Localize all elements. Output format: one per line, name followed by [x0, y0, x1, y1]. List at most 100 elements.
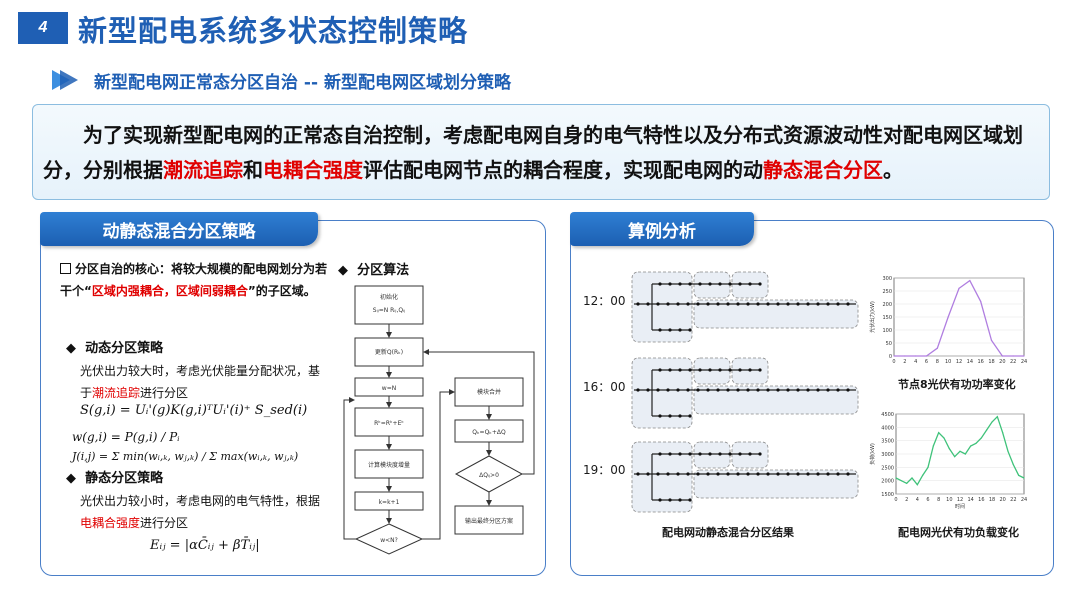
- bus-node: [736, 472, 740, 476]
- bus-node: [658, 368, 662, 372]
- bus-node: [826, 472, 830, 476]
- bus-node: [678, 328, 682, 332]
- y-axis-label: 负荷(kW): [869, 443, 876, 465]
- bus-node: [726, 472, 730, 476]
- dynamic-strategy-text: 光伏出力较大时，考虑光伏能量分配状况，基于潮流追踪进行分区: [80, 364, 321, 400]
- core-text-highlight: 区域内强耦合，区域间弱耦合: [91, 284, 248, 298]
- bus-node: [738, 452, 742, 456]
- core-text-prefix: 分区自治的核心：将较大规模的配电网划分为若干个“: [60, 262, 328, 298]
- data-point: [915, 355, 917, 357]
- bus-node: [726, 388, 730, 392]
- strategy-panel-tab: 动静态混合分区策略: [40, 212, 318, 246]
- bus-node: [766, 388, 770, 392]
- flow-label-calc: Rᵏ=Rᵏ+Eᵏ: [374, 420, 404, 427]
- bus-node: [658, 452, 662, 456]
- y-tick-label: 300: [882, 276, 892, 282]
- flow-cond-diamond: [354, 523, 424, 555]
- y-tick-label: 0: [889, 354, 892, 360]
- x-tick-label: 18: [989, 497, 995, 503]
- bus-node: [796, 302, 800, 306]
- bus-node: [656, 388, 660, 392]
- partition-flowchart: 初始化 Sᵢⱼ=N Rᵢⱼ,Qᵢⱼ 更新Q(Rₖ) w=N Rᵏ=Rᵏ+Eᵏ 计…: [343, 285, 535, 555]
- bus-node: [688, 328, 692, 332]
- page-title: 新型配电系统多状态控制策略: [78, 14, 469, 48]
- partition-region: [631, 357, 693, 429]
- static-highlight: 电耦合强度: [80, 516, 141, 530]
- bus-node: [636, 302, 640, 306]
- data-point: [958, 287, 960, 289]
- data-point: [900, 480, 902, 482]
- section-subtitle: 新型配电网正常态分区自治 -- 新型配电网区域划分策略: [94, 73, 511, 93]
- bus-node: [658, 282, 662, 286]
- intro-text-and: 和: [243, 158, 263, 182]
- data-point: [922, 474, 924, 476]
- bus-node: [668, 414, 672, 418]
- bus-node: [678, 368, 682, 372]
- bus-node: [738, 368, 742, 372]
- data-point: [916, 484, 918, 486]
- data-point: [986, 429, 988, 431]
- bus-node: [686, 302, 690, 306]
- y-tick-label: 150: [882, 315, 892, 321]
- bus-node: [698, 368, 702, 372]
- time-label-16: 16：00: [583, 380, 626, 394]
- y-tick-label: 4000: [881, 425, 894, 431]
- bus-node: [816, 388, 820, 392]
- y-tick-label: 2500: [881, 465, 894, 471]
- bus-node: [718, 368, 722, 372]
- bus-node: [826, 388, 830, 392]
- data-point: [970, 445, 972, 447]
- bus-node: [738, 282, 742, 286]
- intro-text-2: 评估配电网节点的耦合程度，实现配电网的动: [363, 158, 763, 182]
- flow-label-init: 初始化: [380, 293, 398, 301]
- bus-node: [688, 452, 692, 456]
- formula-j: J(i,j) = Σ min(wᵢ,ₖ, wⱼ,ₖ) / Σ max(wᵢ,ₖ,…: [72, 450, 299, 463]
- data-point: [925, 355, 928, 357]
- y-tick-label: 100: [882, 328, 892, 334]
- diamond-bullet-icon: ◆: [338, 263, 348, 278]
- x-tick-label: 20: [999, 359, 1005, 365]
- network-diagram-1: [631, 357, 859, 429]
- bus-node: [658, 328, 662, 332]
- y-tick-label: 2000: [881, 479, 894, 485]
- data-point: [1018, 474, 1020, 476]
- intro-highlight-flow-tracing: 潮流追踪: [163, 158, 243, 182]
- bus-node: [696, 388, 700, 392]
- bus-node: [636, 388, 640, 392]
- bus-node: [706, 472, 710, 476]
- y-axis-label: 光伏出力(kW): [869, 301, 876, 333]
- data-point: [990, 339, 993, 341]
- bus-node: [678, 282, 682, 286]
- bus-node: [746, 302, 750, 306]
- bus-node: [636, 472, 640, 476]
- data-point: [991, 421, 993, 423]
- bus-node: [716, 388, 720, 392]
- bus-node: [728, 282, 732, 286]
- bus-node: [806, 302, 810, 306]
- data-point: [959, 450, 961, 452]
- x-tick-label: 8: [936, 359, 939, 365]
- bus-node: [756, 472, 760, 476]
- bus-node: [656, 472, 660, 476]
- bus-node: [658, 498, 662, 502]
- intro-highlight-partition: 静态混合分区: [763, 158, 883, 182]
- data-point: [911, 477, 913, 479]
- formula-e: Eᵢⱼ = |αC̄ᵢⱼ + βT̄ᵢⱼ|: [150, 538, 260, 553]
- y-tick-label: 50: [886, 341, 892, 347]
- case-analysis-panel-tab: 算例分析: [570, 212, 754, 246]
- bus-node: [766, 472, 770, 476]
- bus-node: [786, 302, 790, 306]
- bus-node: [836, 388, 840, 392]
- bus-node: [718, 452, 722, 456]
- bus-node: [836, 302, 840, 306]
- bus-node: [758, 368, 762, 372]
- static-strategy-text: 光伏出力较小时，考虑电网的电气特性，根据电耦合强度进行分区: [80, 494, 321, 530]
- flow-label-k: w=N: [382, 385, 396, 392]
- x-tick-label: 2: [903, 359, 906, 365]
- x-tick-label: 0: [892, 359, 895, 365]
- bus-node: [736, 388, 740, 392]
- partition-region: [693, 385, 859, 415]
- bus-node: [686, 388, 690, 392]
- bus-node: [746, 388, 750, 392]
